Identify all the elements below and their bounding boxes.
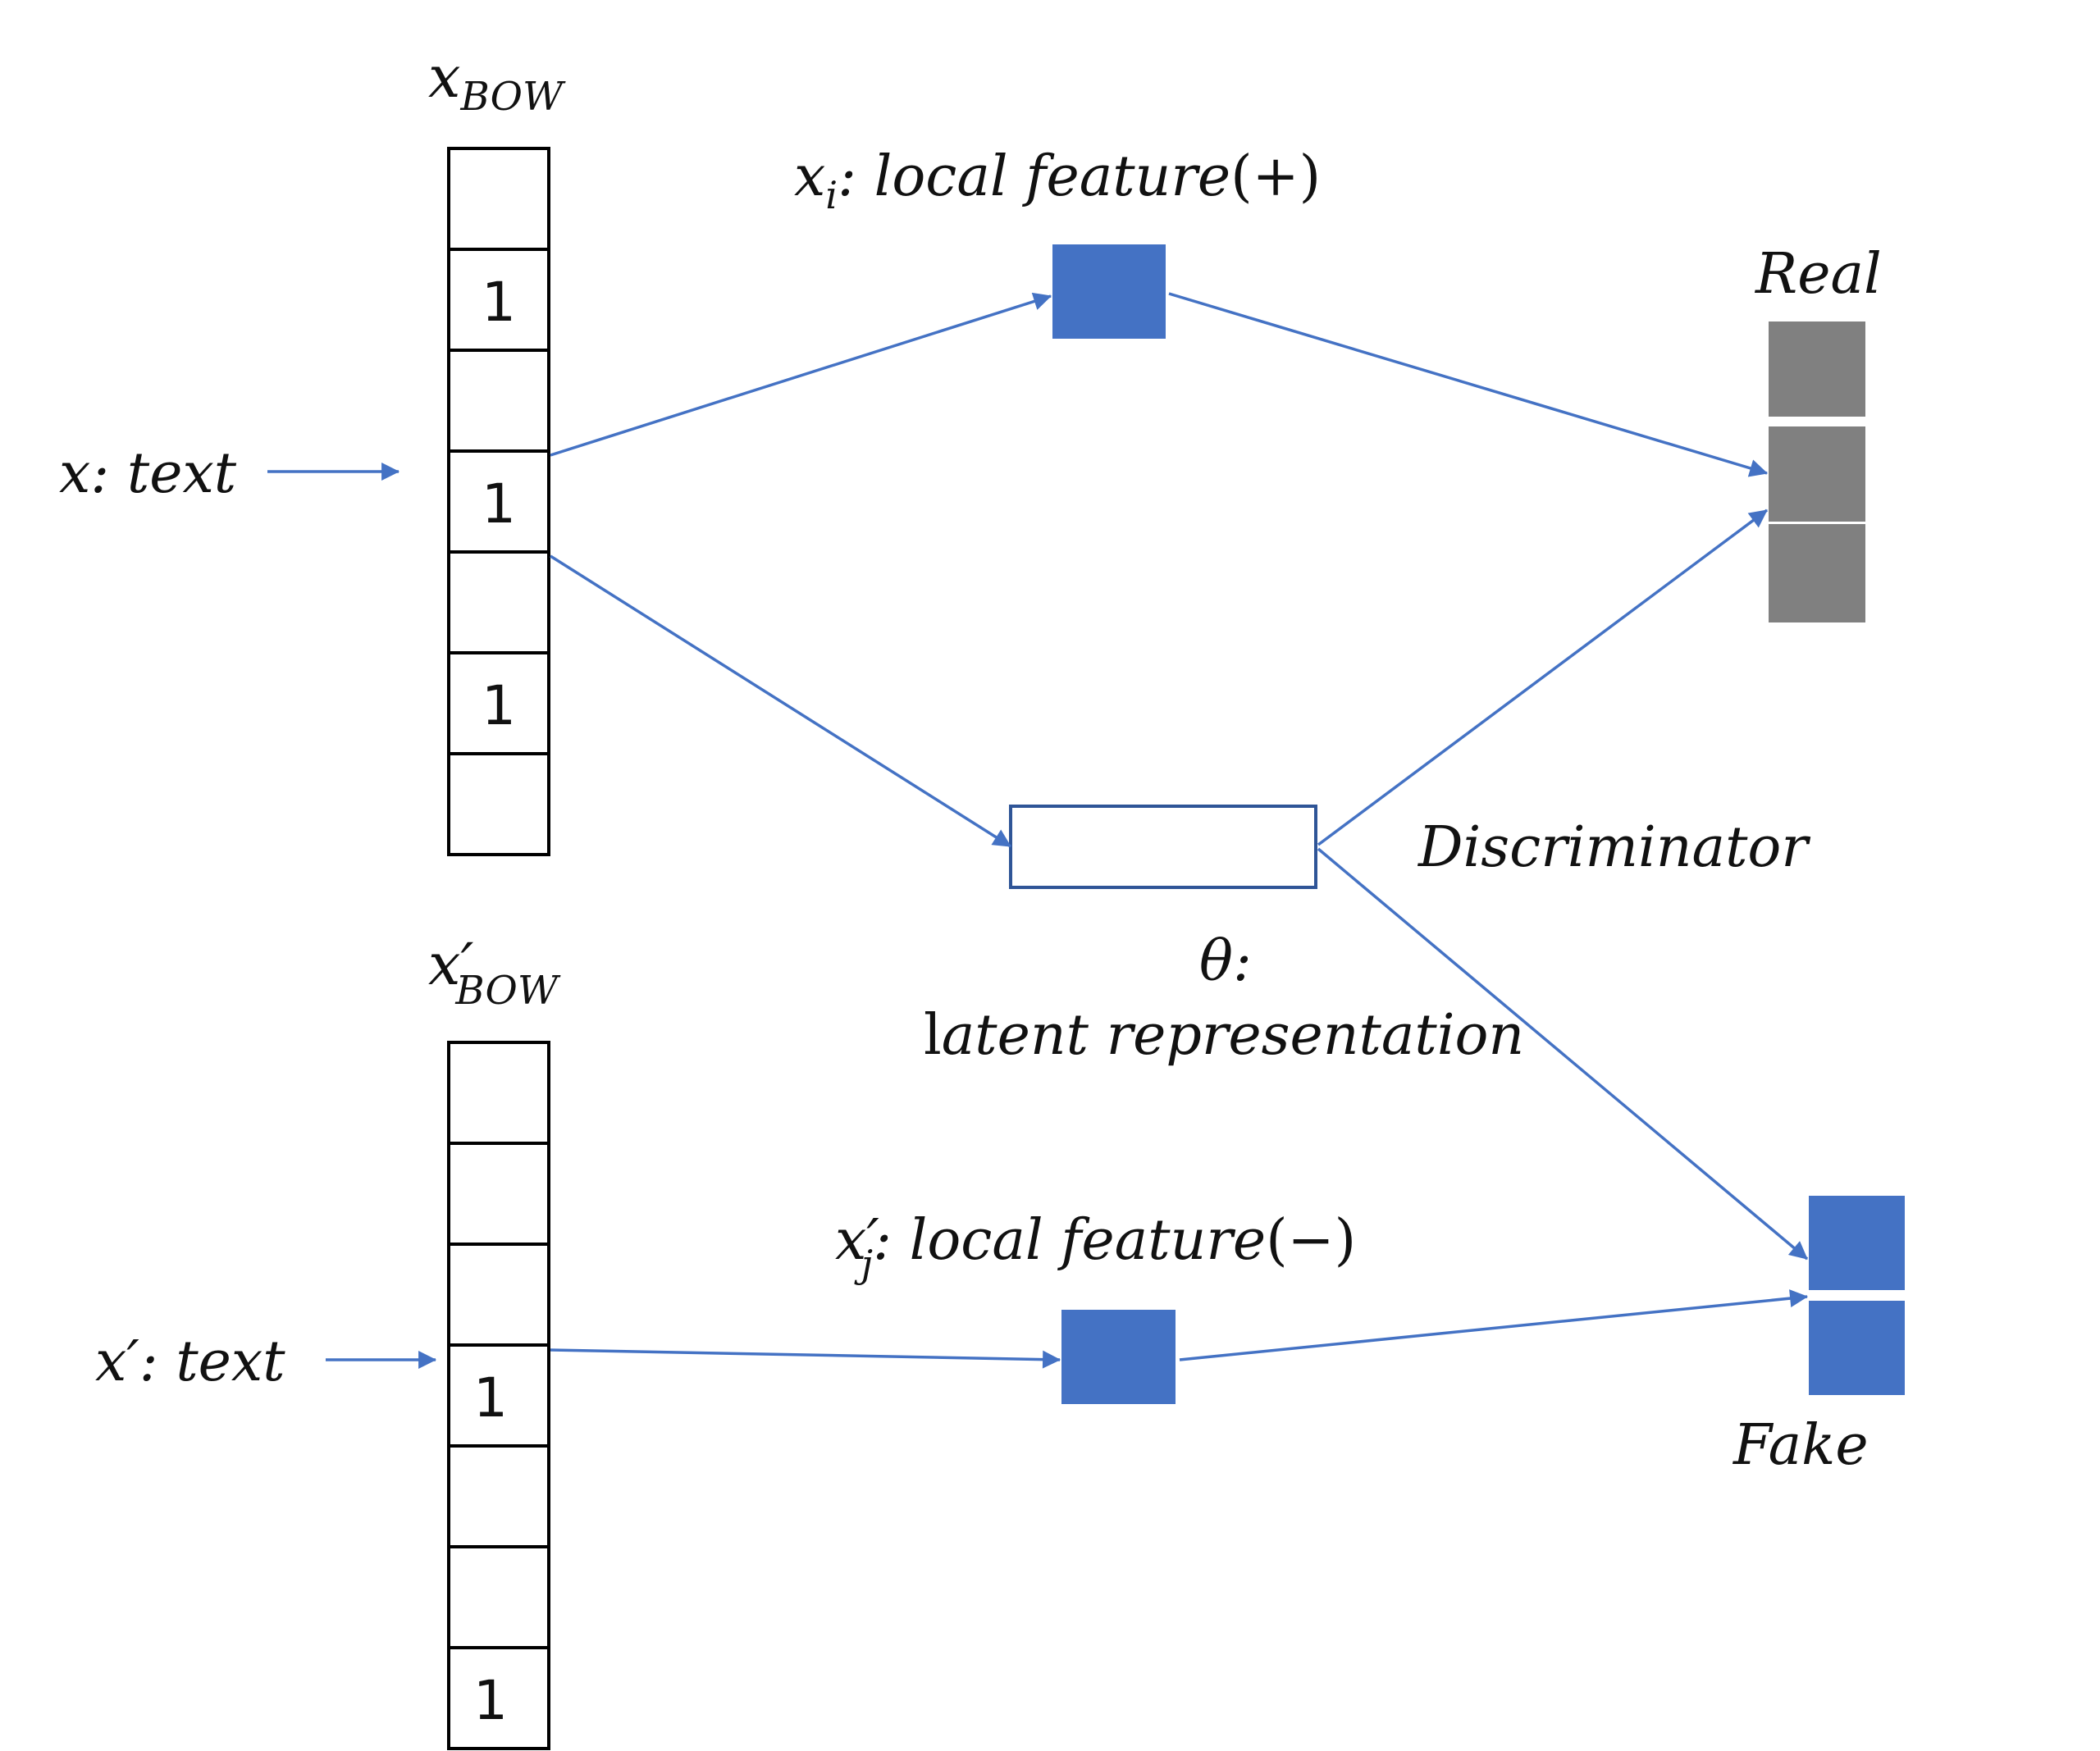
discriminator-label: Discriminator [1417,815,1810,880]
bow-vector-bottom: 1 1 [447,1041,550,1750]
x-text-var: x [59,441,90,506]
real-label: Real [1754,242,1882,307]
xprime-text-label: x′: text [95,1329,285,1394]
latent-first-letter: l [924,1003,942,1068]
arrow-bow-to-latent [550,554,1011,848]
local-feature-negative-label: x′j: local feature(−) [835,1208,1356,1286]
bow-cell [447,550,550,654]
local-negative-rest: : local feature [873,1208,1266,1273]
arrow-latent-to-real [1317,508,1769,846]
local-positive-sign: (+) [1230,144,1321,209]
local-positive-subscript: i [825,173,838,217]
real-output-cell [1769,321,1865,417]
local-feature-negative-block [1061,1310,1176,1404]
bow-cell-value: 1 [482,271,516,334]
fake-output-cell [1809,1301,1905,1395]
bow-cell [447,147,550,251]
fake-output-cell [1809,1196,1905,1290]
bow-cell [447,1444,550,1548]
latent-representation-label: latent representation [924,1003,1524,1068]
bow-cell-value: 1 [482,674,516,737]
latent-representation-box [1009,805,1317,889]
fake-output-stack [1809,1196,1905,1395]
bow-cell [447,349,550,453]
arrow-bow-to-local-positive [550,292,1052,457]
arrow-local-positive-to-real [1168,292,1769,477]
arrow-bow-to-local-negative [550,1348,1061,1369]
bow-cell-value: 1 [473,1669,508,1732]
bow-cell [447,752,550,856]
bow-cell [447,449,550,554]
bow-cell [447,1041,550,1145]
latent-rest: atent representation [942,1003,1524,1068]
x-bow-prime-var: x′ [428,931,473,998]
bow-cell [447,1545,550,1649]
x-text-label: x: text [59,441,237,506]
local-feature-positive-label: xi: local feature(+) [794,144,1321,217]
local-negative-sign: (−) [1266,1208,1356,1273]
real-output-cell [1769,426,1865,522]
bow-cell [447,1343,550,1448]
xprime-text-rest: : text [139,1329,285,1394]
x-bow-prime-subscript: BOW [454,968,561,1014]
local-negative-var: x′ [835,1208,879,1273]
x-bow-label: xBOW [428,43,566,120]
real-output-cell [1769,524,1865,622]
local-feature-positive-block [1052,244,1166,339]
x-bow-subscript: BOW [459,74,566,120]
bow-vector-top: 1 1 1 [447,147,550,856]
bow-cell-value: 1 [482,472,516,536]
x-bow-prime-label: x′BOW [428,931,561,1014]
bow-cell [447,1646,550,1750]
x-text-rest: : text [90,441,236,506]
bow-cell [447,1142,550,1246]
bow-cell [447,1243,550,1347]
x-bow-var: x [428,43,460,111]
arrow-latent-to-fake [1317,847,1809,1261]
real-output-stack [1769,321,1865,622]
bow-cell-value: 1 [473,1366,508,1430]
xprime-text-var: x′ [95,1329,139,1394]
fake-label: Fake [1732,1413,1869,1478]
theta-label: θ: [1199,929,1252,994]
bow-cell [447,248,550,352]
arrow-local-negative-to-fake [1179,1289,1809,1361]
local-positive-var: x [794,144,825,209]
arrows [267,292,1809,1369]
local-positive-rest: : local feature [838,144,1230,209]
